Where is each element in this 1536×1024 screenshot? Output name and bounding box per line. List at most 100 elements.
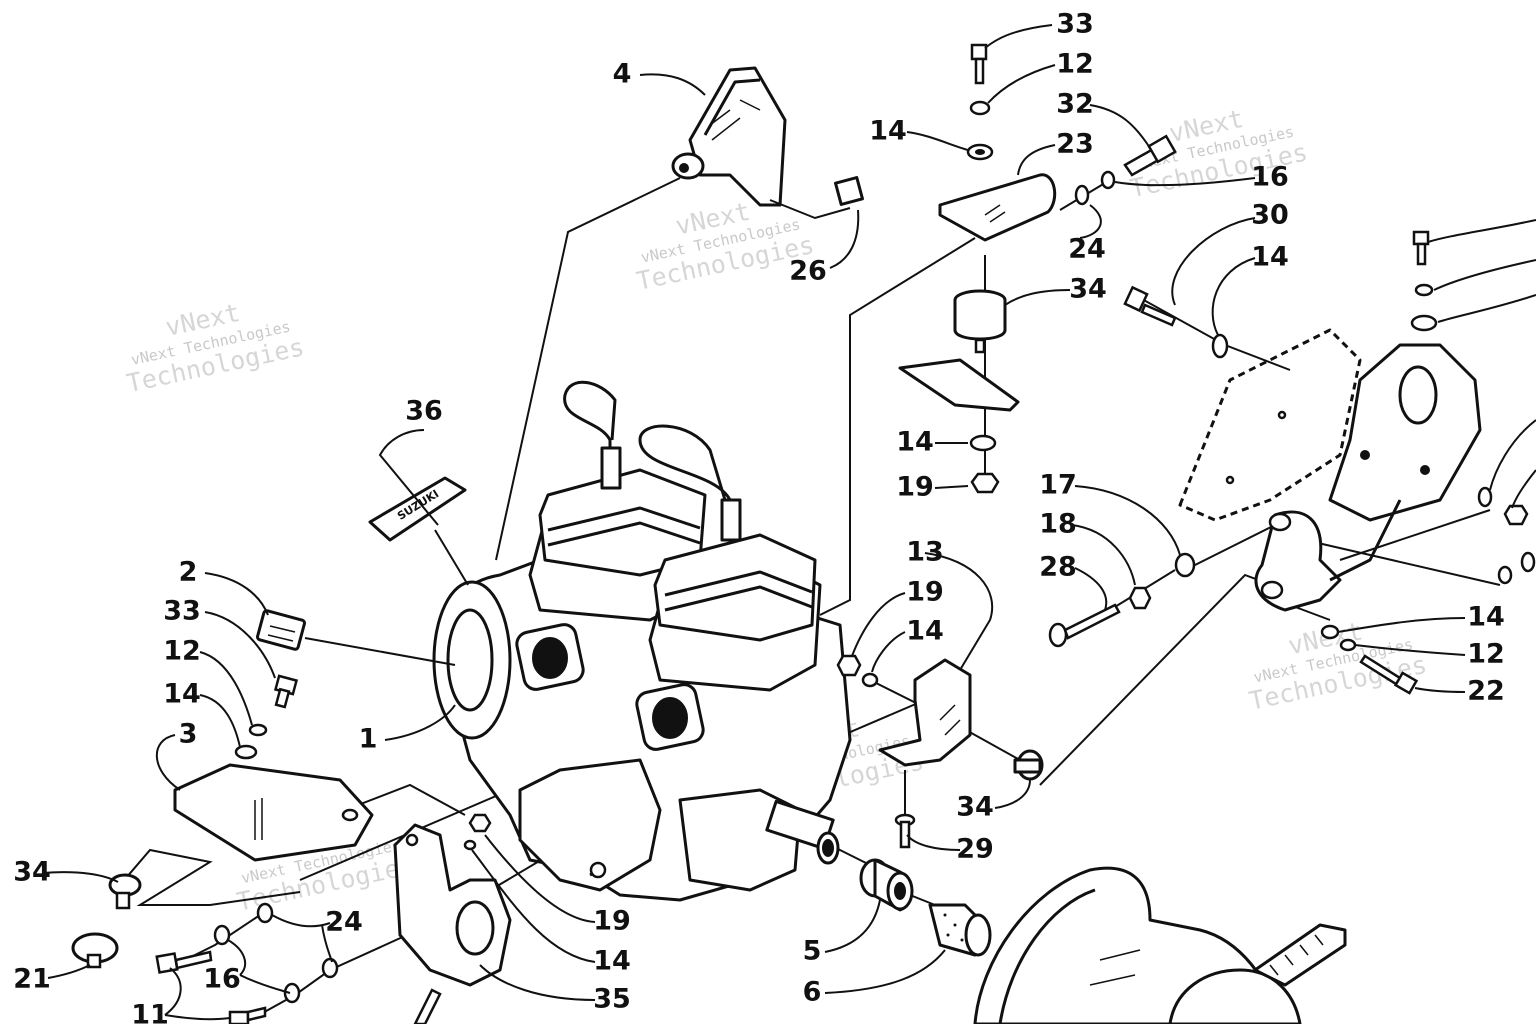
callout-label: 4	[613, 59, 632, 90]
hatch	[1099, 949, 1141, 961]
part-26-clip	[834, 176, 864, 206]
callout-label: 33	[163, 596, 201, 627]
bracket-opening	[1398, 365, 1438, 425]
callout-label: 21	[13, 964, 51, 995]
callout-labels: 33 12 32 14 23 16 24 26 4 34 30 14 36 14…	[13, 9, 1505, 1024]
leader-line	[164, 967, 231, 1021]
sheave-rim	[998, 888, 1096, 1024]
washer	[283, 982, 301, 1004]
chaincase-plate-outline	[1178, 328, 1362, 522]
lock-nut	[1503, 504, 1529, 526]
mount-plate	[898, 358, 1020, 412]
hatch	[267, 634, 294, 642]
hole	[1225, 475, 1235, 485]
hatch	[939, 704, 956, 721]
part-4-bracket	[671, 66, 864, 220]
assembly-line	[304, 637, 456, 666]
assembly-line	[769, 199, 851, 220]
bolt-head	[1412, 230, 1430, 246]
leader-line	[1511, 469, 1536, 509]
hatch	[989, 211, 1006, 223]
left-hardware: SUZUKI	[71, 476, 512, 1024]
callout-label: 35	[593, 984, 631, 1015]
flat-washer	[1320, 624, 1340, 640]
arm-bore	[1260, 580, 1284, 600]
bracket-plate	[688, 66, 787, 207]
spark-plug-cap	[600, 446, 622, 490]
head-fin	[664, 585, 813, 612]
leader-line	[1211, 257, 1256, 336]
pto-shaft-bore	[822, 839, 834, 857]
assembly-line	[119, 848, 301, 906]
hatch	[1089, 974, 1136, 986]
callout-label: 34	[1069, 274, 1107, 305]
leader-line	[1079, 204, 1102, 239]
spark-plug-wire	[638, 424, 732, 540]
hatch	[709, 109, 731, 126]
bolt-shank	[246, 1006, 267, 1022]
leader-line	[384, 704, 456, 741]
callout-label: 28	[1039, 552, 1077, 583]
flat-washer	[969, 434, 997, 452]
bolt-shank	[1140, 303, 1177, 327]
hatch	[711, 117, 741, 141]
flat-washer	[234, 744, 258, 760]
cylinder-head-front	[538, 468, 707, 577]
washer	[1520, 551, 1536, 573]
bolt-shank	[413, 988, 442, 1024]
leader-line	[906, 131, 969, 151]
assembly-line	[909, 894, 936, 906]
callout-label: 29	[956, 834, 994, 865]
leader-line	[204, 611, 276, 679]
washer	[213, 924, 231, 946]
bolt-shank	[1416, 242, 1427, 266]
engine-mount-bracket	[1328, 343, 1482, 522]
callout-label: 14	[163, 679, 201, 710]
engine-assembly	[432, 380, 852, 902]
leader-line	[47, 964, 91, 979]
hex-nut	[1128, 586, 1152, 610]
leader-line	[321, 924, 333, 963]
callout-label: 3	[179, 719, 198, 750]
callout-label: 22	[1467, 676, 1505, 707]
callout-label: 14	[1467, 602, 1505, 633]
callout-label: 17	[1039, 470, 1077, 501]
bolt-head	[970, 43, 988, 61]
callout-label: 24	[325, 907, 363, 938]
callout-label: 14	[593, 946, 631, 977]
leader-line	[199, 694, 241, 748]
engine-bracket	[878, 658, 972, 767]
drive-clutch-assembly	[859, 858, 1347, 1024]
emblem-badge	[256, 609, 306, 651]
washer	[1211, 333, 1229, 359]
callout-label: 12	[1467, 639, 1505, 670]
leader-line	[994, 779, 1031, 809]
leader-line	[1489, 419, 1536, 491]
bolt-head	[1123, 285, 1149, 313]
magneto-cover	[432, 580, 512, 740]
clutch-hub	[1168, 968, 1302, 1024]
hatch	[1299, 944, 1309, 956]
fitting	[589, 861, 607, 879]
callout-label: 30	[1251, 200, 1289, 231]
bracket-edge	[703, 78, 761, 136]
assembly-line	[1139, 297, 1291, 371]
leader-line	[155, 734, 181, 791]
bolt-shank	[974, 57, 985, 85]
mount-bracket	[173, 763, 374, 862]
assembly-line	[495, 177, 681, 561]
assembly-line	[819, 237, 976, 616]
clutch-shaft	[1253, 923, 1347, 987]
lock-nut	[468, 813, 492, 833]
hatch	[739, 99, 761, 111]
flat-washer	[463, 839, 477, 851]
hatch	[269, 625, 296, 633]
leader-line	[984, 24, 1053, 49]
assembly-line	[1304, 539, 1501, 586]
leader-line	[1414, 687, 1466, 693]
texture-dot	[953, 923, 957, 927]
hole	[1420, 465, 1430, 475]
leader-line	[378, 429, 439, 526]
washer-hole	[975, 149, 985, 155]
head-fin	[664, 570, 813, 597]
